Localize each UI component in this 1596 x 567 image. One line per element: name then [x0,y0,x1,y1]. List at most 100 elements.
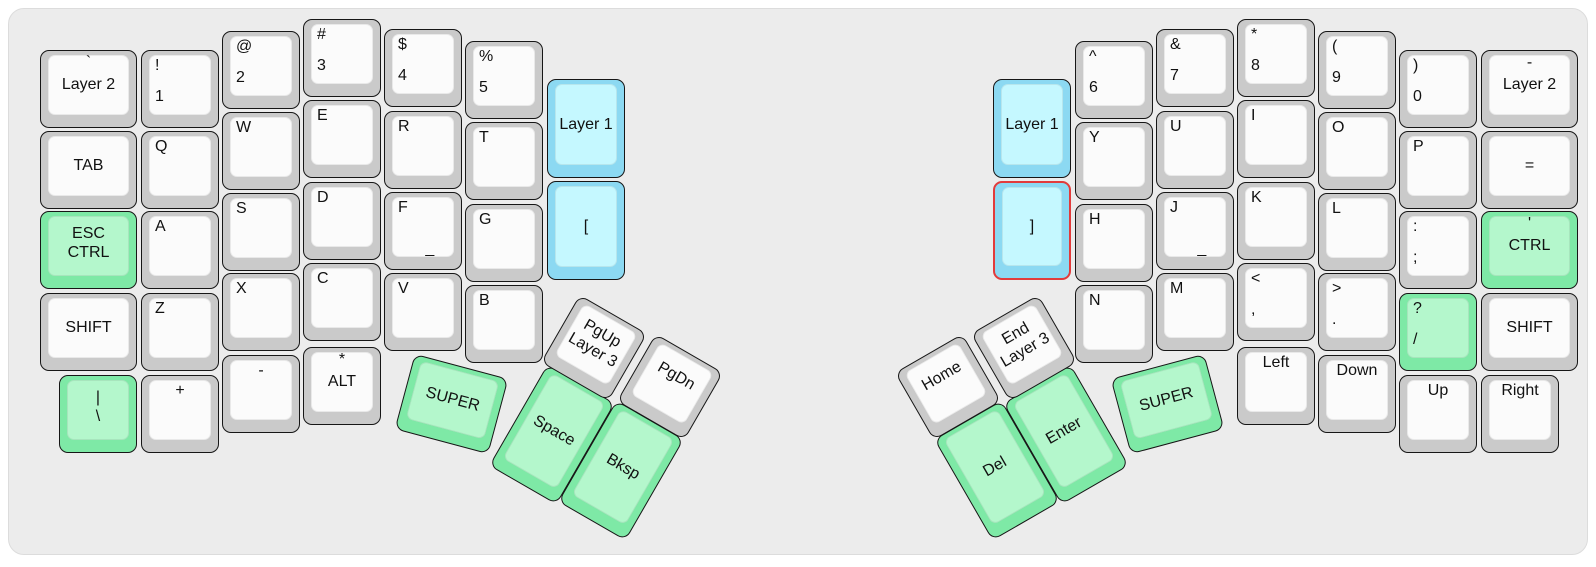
key-lparen-9[interactable]: (9 [1318,31,1396,109]
key-rparen-0[interactable]: )0 [1399,50,1477,128]
key-e[interactable]: E [303,100,381,178]
key-hash-3[interactable]: #3 [303,19,381,97]
key-legend: N [1089,292,1101,309]
keytop: `Layer 2 [48,54,129,115]
key-exclam-1[interactable]: !1 [141,50,219,128]
key-f[interactable]: F_ [384,192,462,270]
key-legend: = [1524,156,1535,174]
key-y[interactable]: Y [1075,122,1153,200]
key-plus[interactable]: + [141,375,219,453]
key-m[interactable]: M [1156,273,1234,351]
key-equals[interactable]: = [1481,131,1578,209]
key-amp-7[interactable]: &7 [1156,29,1234,107]
key-legend: PgDn [654,358,699,394]
key-legend: 1 [155,88,164,106]
key-o[interactable]: O [1318,112,1396,190]
key-less-comma[interactable]: <, [1237,263,1315,341]
key-lbracket[interactable]: [ [547,181,625,280]
key-percent-5[interactable]: %5 [465,41,543,119]
key-g[interactable]: G [465,204,543,282]
keytop: G [473,209,535,269]
key-t[interactable]: T [465,122,543,200]
key-super-left[interactable]: SUPER [394,353,509,455]
key-j[interactable]: J_ [1156,192,1234,270]
key-colon-semicolon[interactable]: :; [1399,211,1477,289]
key-legend: J [1170,199,1178,216]
key-legend: A [155,218,166,235]
key-legend: : [1413,218,1418,235]
key-layer1-right[interactable]: Layer 1 [993,79,1071,178]
key-arrow-down[interactable]: Down [1318,355,1396,433]
key-grave-layer2[interactable]: `Layer 2 [40,50,137,128]
key-legend: 6 [1089,79,1098,97]
key-legend: + [175,382,185,399]
key-legend: U [1170,118,1182,135]
key-z[interactable]: Z [141,293,219,371]
keytop: <, [1245,268,1307,328]
key-legend: P [1413,138,1424,155]
key-legend: O [1332,119,1345,136]
key-asterisk-8[interactable]: *8 [1237,19,1315,97]
key-a[interactable]: A [141,211,219,289]
key-x[interactable]: X [222,273,300,351]
key-l[interactable]: L [1318,193,1396,271]
key-super-right[interactable]: SUPER [1110,353,1225,455]
key-arrow-left[interactable]: Left [1237,347,1315,425]
key-r[interactable]: R [384,111,462,189]
key-s[interactable]: S [222,193,300,271]
key-h[interactable]: H [1075,204,1153,282]
key-at-2[interactable]: @2 [222,31,300,109]
key-legend: M [1170,280,1184,297]
key-asterisk-alt[interactable]: *ALT [303,347,381,425]
key-legend: R [398,118,410,135]
key-dollar-4[interactable]: $4 [384,29,462,107]
key-legend: ` [85,54,92,71]
key-caret-6[interactable]: ^6 [1075,41,1153,119]
key-legend: V [398,280,409,297]
key-i[interactable]: I [1237,100,1315,178]
key-p[interactable]: P [1399,131,1477,209]
key-q[interactable]: Q [141,131,219,209]
keytop: C [311,268,373,328]
key-k[interactable]: K [1237,182,1315,260]
keytop: >. [1326,278,1388,338]
key-legend: Left [1262,354,1290,371]
key-d[interactable]: D [303,182,381,260]
key-legend: T [479,129,489,146]
keytop: SUPER [405,360,500,440]
key-c[interactable]: C [303,263,381,341]
key-w[interactable]: W [222,112,300,190]
key-shift-right[interactable]: SHIFT [1481,293,1578,371]
key-layer1-left[interactable]: Layer 1 [547,79,625,178]
key-greater-period[interactable]: >. [1318,273,1396,351]
key-legend: * [338,351,346,368]
key-legend: 5 [479,79,488,97]
key-question-slash[interactable]: ?/ [1399,293,1477,371]
key-legend: ' [1527,215,1532,232]
key-n[interactable]: N [1075,285,1153,363]
key-quote-ctrl[interactable]: 'CTRL [1481,211,1578,289]
keytop: Home [904,342,988,426]
keytop: L [1326,198,1388,258]
keytop: R [392,116,454,176]
key-rbracket[interactable]: ] [993,181,1071,280]
key-pipe-backslash[interactable]: |\ [59,375,137,453]
key-v[interactable]: V [384,273,462,351]
key-legend: % [479,48,494,65]
key-minus-layer2[interactable]: -Layer 2 [1481,50,1578,128]
key-legend: D [317,189,329,206]
key-arrow-right[interactable]: Right [1481,375,1559,453]
key-tab[interactable]: TAB [40,131,137,209]
key-b[interactable]: B [465,285,543,363]
key-minus-left[interactable]: - [222,355,300,433]
key-u[interactable]: U [1156,111,1234,189]
key-legend: ! [155,57,160,74]
key-legend: SHIFT [1506,318,1553,336]
keytop: |\ [67,380,129,440]
key-legend: G [479,211,492,228]
key-legend: 3 [317,57,326,75]
key-shift-left[interactable]: SHIFT [40,293,137,371]
key-arrow-up[interactable]: Up [1399,375,1477,453]
